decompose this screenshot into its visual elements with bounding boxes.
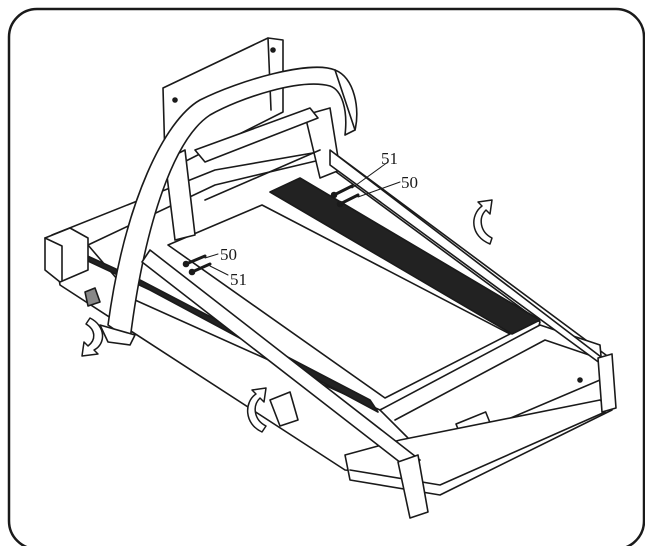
uprights-assembly <box>99 66 617 519</box>
callout-lower-screw: 51 <box>230 270 247 289</box>
treadmill-drawing <box>44 37 617 519</box>
upper-bolt-set <box>330 161 401 208</box>
callout-upper-screw: 51 <box>381 149 398 168</box>
callout-lower-washer: 50 <box>220 245 237 264</box>
frame-border <box>7 7 645 546</box>
lower-bolt-set <box>182 253 229 276</box>
curved-arrow-up-icon <box>247 387 267 433</box>
curved-arrow-down-icon <box>81 317 104 357</box>
callout-upper-washer: 50 <box>401 173 418 192</box>
curved-arrow-up-icon <box>473 199 493 245</box>
